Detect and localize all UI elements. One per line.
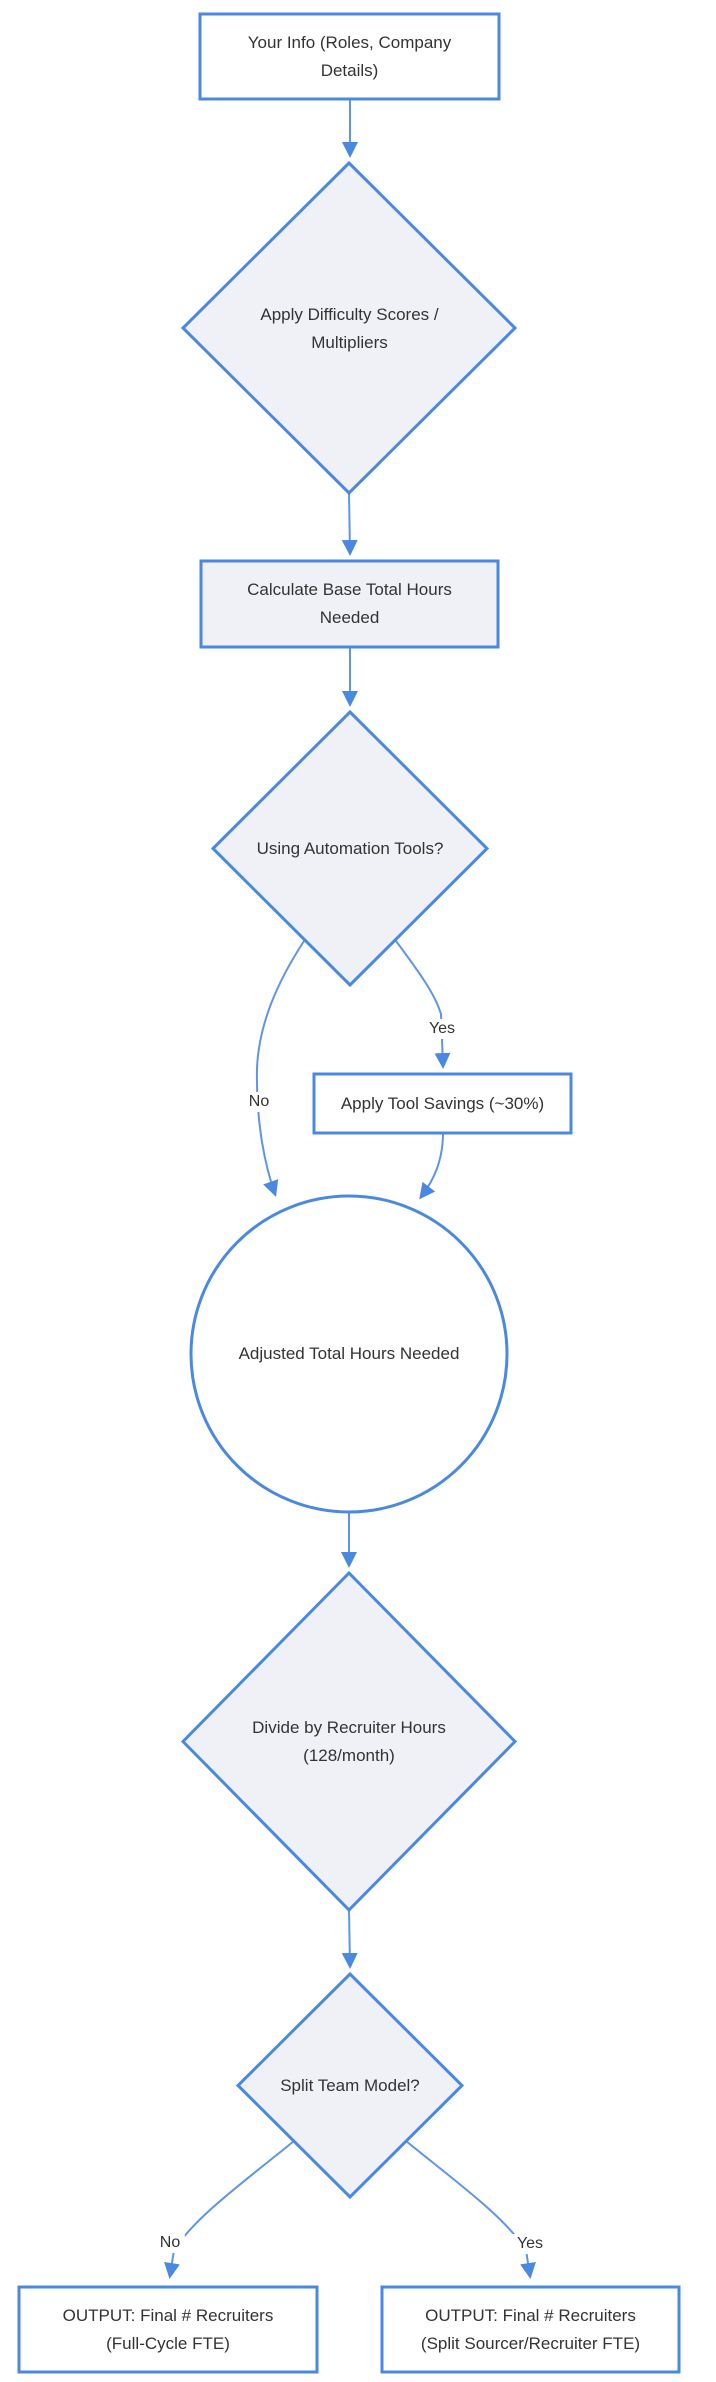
- divide-hours-node-shape: [180, 1570, 518, 1913]
- edge-divide-to-split-model: [341, 1909, 358, 1969]
- edge-automation-no-to-adjusted: [255, 940, 305, 1197]
- edge-label-split-yes: Yes: [511, 2234, 549, 2254]
- difficulty-node-shape: [180, 160, 518, 496]
- adjusted-hours-node-shape: [189, 1194, 509, 1514]
- automation-node-shape: [210, 709, 490, 988]
- edge-label-automation-yes: Yes: [423, 1019, 461, 1039]
- tool-savings-node-shape: [312, 1072, 573, 1135]
- base-hours-node-shape: [199, 559, 500, 649]
- edge-split-no-to-output-full-cycle: [164, 2140, 295, 2279]
- your-info-node-shape: [198, 12, 501, 101]
- output-split-node-shape: [380, 2285, 681, 2374]
- edge-tool-savings-to-adjusted: [419, 1132, 444, 1200]
- edge-split-yes-to-output-split: [405, 2140, 536, 2279]
- edge-label-automation-no: No: [243, 1092, 275, 1112]
- edge-label-split-no: No: [154, 2233, 186, 2253]
- output-full-cycle-node-shape: [17, 2285, 319, 2374]
- edge-difficulty-to-base-hours: [341, 492, 358, 556]
- split-model-node-shape: [235, 1971, 465, 2200]
- edge-automation-yes-to-tool-savings: [395, 940, 451, 1069]
